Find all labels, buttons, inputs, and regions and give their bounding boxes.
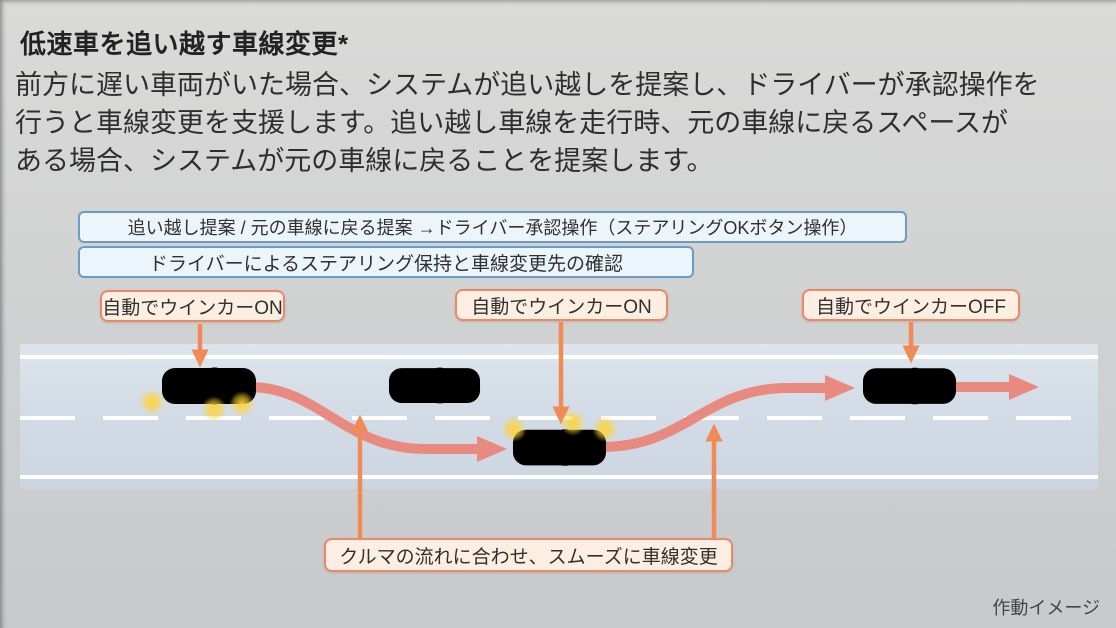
turn-signal-glow-icon xyxy=(501,416,527,442)
road-edge-line-bottom xyxy=(20,475,1098,479)
callout-winker-on-return: 自動でウインカーON xyxy=(455,289,668,321)
turn-signal-glow-icon xyxy=(560,410,586,436)
description-line-1: 前方に遅い車両がいた場合、システムが追い越しを提案し、ドライバーが承認操作を xyxy=(15,70,1040,100)
page-title: 低速車を追い越す車線変更* xyxy=(20,29,349,59)
description-paragraph: 前方に遅い車両がいた場合、システムが追い越しを提案し、ドライバーが承認操作を 行… xyxy=(15,66,1040,180)
callout-winker-on-start: 自動でウインカーON xyxy=(100,290,285,322)
description-line-3: ある場合、システムが元の車線に戻ることを提案します。 xyxy=(15,146,714,176)
road xyxy=(20,344,1098,489)
slow-vehicle xyxy=(388,367,481,404)
operation-image-note: 作動イメージ xyxy=(992,598,1100,618)
turn-signal-glow-icon xyxy=(229,391,255,417)
turn-signal-glow-icon xyxy=(592,416,618,442)
road-edge-line-top xyxy=(20,355,1098,359)
description-line-2: 行うと車線変更を支援します。追い越し車線を走行時、元の車線に戻るスペースが xyxy=(15,108,1009,138)
callout-winker-off: 自動でウインカーOFF xyxy=(802,289,1020,321)
callout-smooth-lane-change: クルマの流れに合わせ、スムーズに車線変更 xyxy=(324,538,733,572)
turn-signal-glow-icon xyxy=(139,389,165,415)
callout-overtake-proposal-approval: 追い越し提案 / 元の車線に戻る提案 →ドライバー承認操作（ステアリングOKボタ… xyxy=(78,211,907,243)
ego-car-end xyxy=(862,367,957,405)
lane-divider-dashed-line xyxy=(20,416,1098,420)
callout-steering-hold-confirmation: ドライバーによるステアリング保持と車線変更先の確認 xyxy=(78,246,694,278)
turn-signal-glow-icon xyxy=(201,396,227,422)
